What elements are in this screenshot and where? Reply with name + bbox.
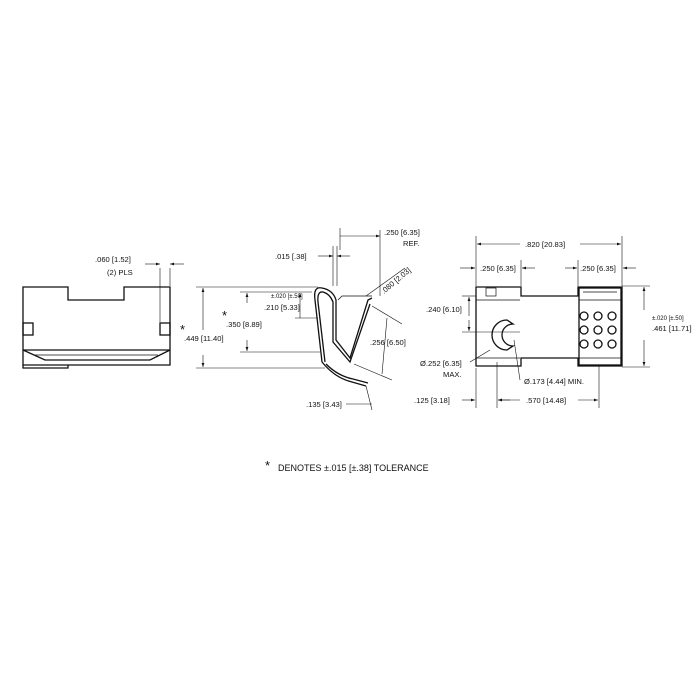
dim-overall-length: .820 [20.83] (525, 240, 565, 249)
dim-bottom-span: .570 [14.48] (526, 396, 566, 405)
dim-hole: Ø.173 [4.44] MIN. (524, 377, 584, 386)
dim-c-opening: Ø.252 [6.35] (420, 359, 462, 368)
dim-overall-height: .449 [11.40] (184, 334, 224, 343)
front-view-outline (22, 286, 171, 366)
dim-upper-tol: ±.020 [±.50] (271, 294, 303, 300)
dim-bottom-left: .125 [3.18] (414, 396, 450, 405)
dim-top-ref-label: REF. (403, 239, 419, 248)
top-view: .820 [20.83] .250 [6.35] .250 [6.35] .24… (414, 236, 692, 408)
note-star: * (265, 458, 270, 473)
dim-inner-height: .350 [8.89] (226, 320, 262, 329)
dim-right-end: .250 [6.35] (580, 264, 616, 273)
tolerance-note: * DENOTES ±.015 [±.38] TOLERANCE (265, 458, 429, 473)
note-text: DENOTES ±.015 [±.38] TOLERANCE (278, 463, 429, 473)
dim-upper-height: .210 [5.33] (264, 303, 300, 312)
dim-spring-width: .256 [6.50] (370, 338, 406, 347)
front-view: .060 [1.52] (2) PLS (22, 255, 184, 369)
dim-left-end: .250 [6.35] (480, 264, 516, 273)
dim-overall-height-star: * (180, 322, 185, 337)
c-slot (491, 319, 516, 351)
dim-top-ref: .250 [6.35] (384, 228, 420, 237)
top-view-outline (475, 286, 623, 367)
dim-right-height: .461 [11.71] (652, 324, 692, 333)
base-flange (22, 349, 171, 361)
spring-clip-outer (314, 287, 373, 363)
dim-c-opening-max: MAX. (443, 370, 462, 379)
dim-right-tol: ±.020 [±.50] (652, 316, 684, 322)
dim-slot-width: .060 [1.52] (95, 255, 131, 264)
dimple-grid (579, 311, 617, 349)
spring-clip-inner (317, 291, 371, 364)
right-slot (159, 322, 171, 336)
dim-slot-qty: (2) PLS (107, 268, 133, 277)
dim-slot-height: .240 [6.10] (426, 305, 462, 314)
dim-clip-thickness: .015 [.38] (275, 252, 307, 261)
dim-lip: .080 [2.03] (379, 266, 412, 296)
dim-inner-height-star: * (222, 308, 227, 323)
side-view: .015 [.38] .250 [6.35] REF. .080 [2.03] … (180, 228, 420, 411)
dim-foot: .135 [3.43] (306, 400, 342, 409)
left-slot (22, 322, 34, 336)
